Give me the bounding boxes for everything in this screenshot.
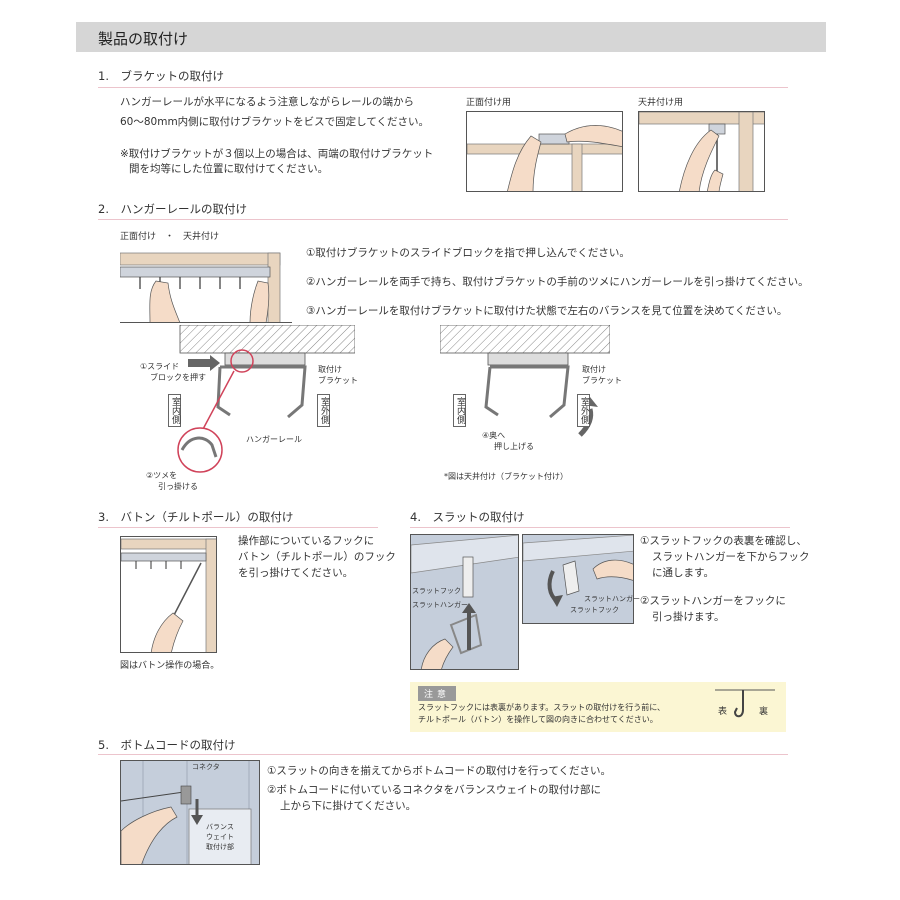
bracket-label-1: 取付け [318,365,342,374]
bottom-cord-illustration [120,760,260,865]
s4-step1c: に通します。 [652,567,714,579]
s4-step1b: スラットハンガーを下からフック [652,551,810,563]
section-1-heading: 1. ブラケットの取付け [98,69,224,83]
s1-note1: ※取付けブラケットが３個以上の場合は、両端の取付けブラケット [120,148,434,160]
weight-label-3: 取付け部 [206,843,234,851]
fig1-hanger-label: スラットハンガー [412,601,468,609]
front-label: 表 [718,707,728,717]
bracket-front-diagram [130,325,355,495]
fig1-hook-label: スラットフック [412,587,461,595]
connector-label: コネクタ [192,763,220,771]
s1-line1: ハンガーレールが水平になるよう注意しながらレールの端から [120,96,414,108]
claw-label-2: 引っ掛ける [158,482,198,491]
s2-step1: ①取付けブラケットのスライドブロックを指で押し込んでください。 [306,247,630,259]
slat-hook-illustration-1 [410,534,519,670]
bracket-label-2: ブラケット [318,376,358,385]
s1-fig1-label: 正面付け用 [466,98,512,108]
outdoor-r-label: 室外側 [577,394,590,427]
s1-fig2-label: 天井付け用 [638,98,684,108]
s3-caption: 図はバトン操作の場合。 [120,661,220,671]
claw-label-1: ②ツメを [146,471,178,480]
back-label: 裏 [759,707,769,717]
caution-line1: スラットフックには表裏があります。スラットの取付けを行う前に、 [418,703,665,712]
rail-label: ハンガーレール [246,435,302,444]
bracket-ceiling-illustration [638,111,765,192]
section-5-rule [98,754,788,755]
s3-line1: 操作部についているフックに [238,535,375,547]
slide-label-1: ①スライド [140,362,180,371]
s2-step3: ③ハンガーレールを取付けブラケットに取付けた状態で左右のバランスを見て位置を決め… [306,305,788,317]
weight-label-1: バランス [206,823,234,831]
s4-step1a: ①スラットフックの表裏を確認し、 [640,535,807,547]
section-2-heading: 2. ハンガーレールの取付け [98,202,247,216]
s3-line2: バトン（チルトポール）のフック [238,551,396,563]
s1-line2: 60〜80mm内側に取付けブラケットをビスで固定してください。 [120,116,430,128]
s5-step1: ①スラットの向きを揃えてからボトムコードの取付けを行ってください。 [267,765,612,777]
section-3-rule [98,527,378,528]
weight-label-2: ウェイト [206,833,234,841]
fig2-hanger-label: スラットハンガー [584,595,640,603]
section-4-heading: 4. スラットの取付け [410,510,525,524]
outdoor-label: 室外側 [317,394,330,427]
title-bar [76,22,826,52]
slide-label-2: ブロックを押す [150,373,206,382]
bracket-front-illustration [466,111,623,192]
section-4-rule [410,527,790,528]
bracket-r-label-1: 取付け [582,365,606,374]
s4-step2a: ②スラットハンガーをフックに [640,595,786,607]
indoor-label: 室内側 [168,394,181,427]
push-label-2: 押し上げる [494,442,534,451]
caution-tag: 注意 [418,686,457,701]
ceiling-note: *図は天井付け（ブラケット付け） [444,472,568,481]
s4-step2b: 引っ掛けます。 [652,611,725,623]
s2-fig-label: 正面付け ・ 天井付け [120,232,220,242]
s2-step2: ②ハンガーレールを両手で持ち、取付けブラケットの手前のツメにハンガーレールを引っ… [306,276,809,288]
s3-line3: を引っ掛けてください。 [238,567,354,579]
section-1-rule [98,87,788,88]
baton-illustration [120,536,217,653]
bracket-ceiling-diagram [440,325,610,455]
push-label-1: ④奥へ [482,431,506,440]
page-title: 製品の取付け [98,30,189,48]
s5-step2a: ②ボトムコードに付いているコネクタをバランスウェイトの取付け部に [267,784,601,796]
s5-step2b: 上から下に掛けてください。 [280,800,417,812]
bracket-r-label-2: ブラケット [582,376,622,385]
caution-line2: チルトポール（バトン）を操作して図の向きに合わせてください。 [418,715,658,724]
hook-orientation-icon [715,686,775,726]
section-2-rule [98,219,788,220]
section-3-heading: 3. バトン（チルトポール）の取付け [98,510,294,524]
slat-hook-illustration-2 [522,534,634,624]
section-5-heading: 5. ボトムコードの取付け [98,738,236,752]
indoor-r-label: 室内側 [453,394,466,427]
rail-mount-illustration [120,245,292,323]
s1-note2: 間を均等にした位置に取付けてください。 [129,163,329,175]
fig2-hook-label: スラットフック [570,606,619,614]
